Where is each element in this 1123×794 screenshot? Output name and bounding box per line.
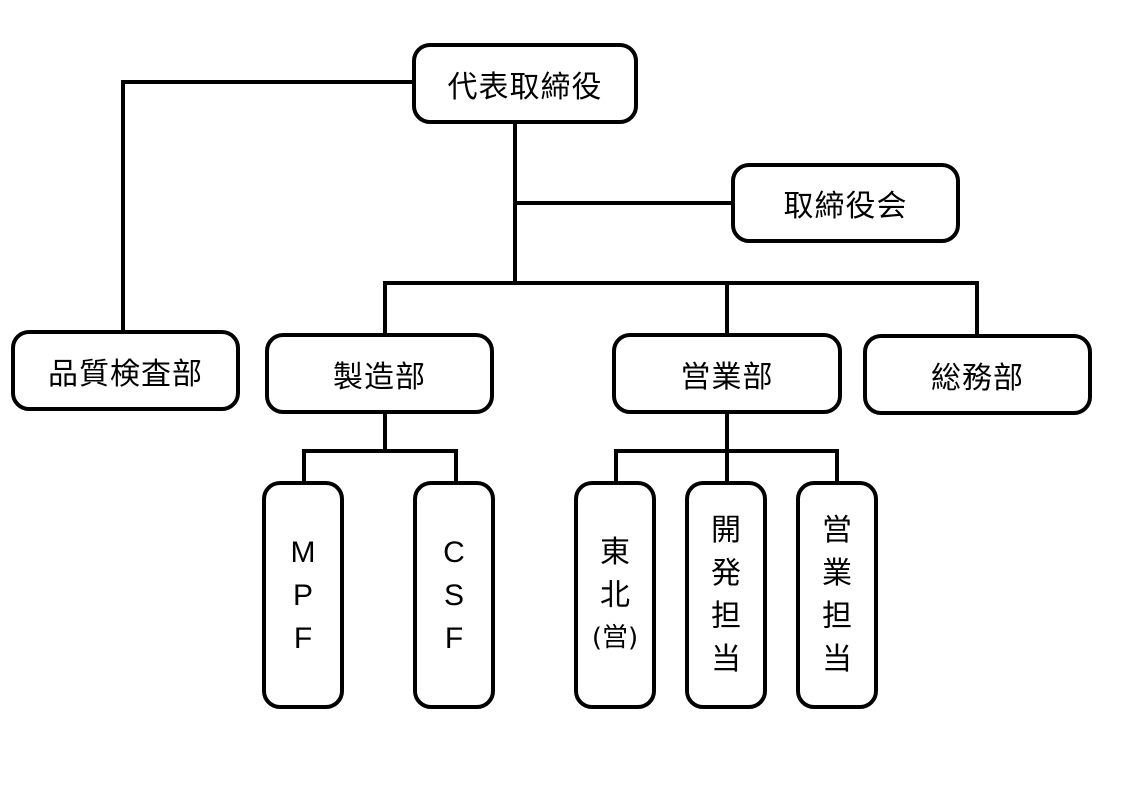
tohoku-char: 北	[599, 577, 630, 613]
development-box: 開 発 担 当	[685, 481, 767, 709]
board-box: 取締役会	[731, 163, 960, 243]
quality-inspection-box: 品質検査部	[11, 330, 240, 411]
sales-rep-char: 当	[822, 642, 852, 677]
tohoku-char: 東	[599, 534, 630, 570]
quality-inspection-label: 品質検査部	[48, 356, 203, 392]
general-affairs-label: 総務部	[931, 360, 1024, 396]
manufacturing-box: 製造部	[265, 333, 494, 414]
development-char: 発	[711, 556, 741, 591]
sales-rep-char: 業	[822, 556, 852, 591]
sales-box: 営業部	[612, 333, 842, 414]
csf-char: C	[443, 535, 465, 569]
ceo-label: 代表取締役	[447, 69, 603, 105]
development-char: 担	[711, 599, 741, 634]
mpf-box: M P F	[262, 481, 344, 709]
sales-rep-char: 営	[822, 513, 852, 548]
csf-char: S	[443, 578, 464, 612]
tohoku-sales-label: 東 北 (営)	[592, 531, 638, 660]
csf-char: F	[444, 621, 464, 655]
mpf-char: F	[293, 621, 313, 655]
mpf-char: M	[290, 535, 316, 569]
manufacturing-label: 製造部	[333, 359, 426, 395]
tohoku-sales-box: 東 北 (営)	[574, 481, 656, 709]
csf-label: C S F	[443, 531, 465, 660]
mpf-label: M P F	[291, 531, 316, 660]
csf-box: C S F	[413, 481, 495, 709]
ceo-box: 代表取締役	[412, 43, 638, 124]
development-char: 当	[711, 642, 741, 677]
sales-rep-box: 営 業 担 当	[796, 481, 878, 709]
tohoku-char: (営)	[591, 622, 639, 653]
general-affairs-box: 総務部	[863, 334, 1092, 415]
sales-label: 営業部	[680, 359, 774, 395]
board-label: 取締役会	[783, 189, 908, 224]
development-char: 開	[711, 513, 741, 548]
development-label: 開 発 担 当	[711, 509, 741, 681]
sales-rep-label: 営 業 担 当	[822, 509, 852, 681]
mpf-char: P	[292, 578, 313, 612]
sales-rep-char: 担	[822, 599, 852, 634]
